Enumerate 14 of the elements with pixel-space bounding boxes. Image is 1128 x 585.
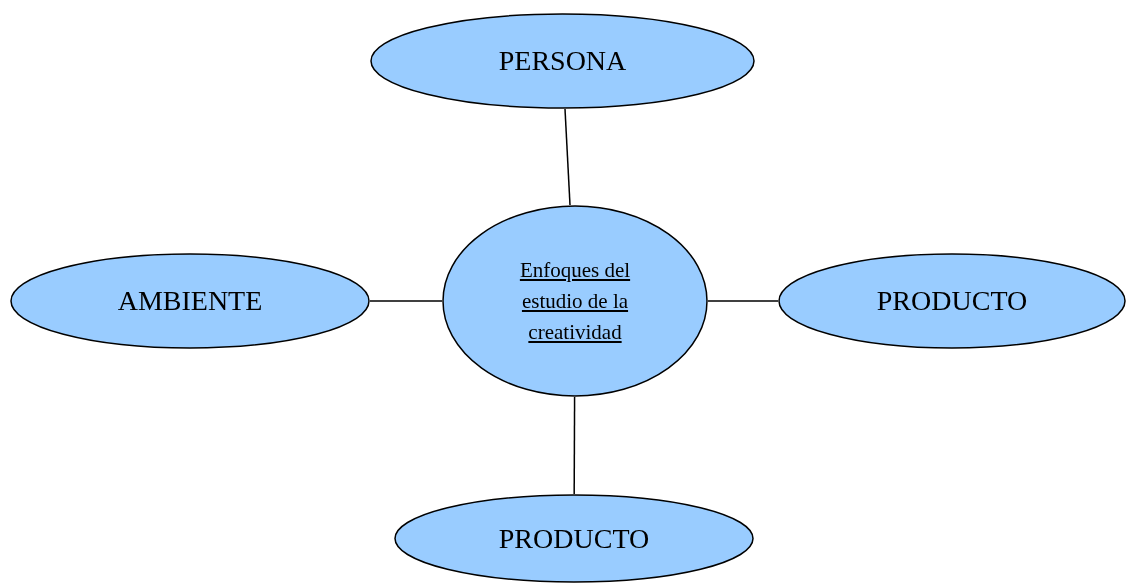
connector-line [369, 300, 443, 302]
connector-line [573, 396, 576, 495]
ellipse-node [778, 253, 1126, 349]
ellipse-node [370, 13, 755, 109]
connector-line [564, 108, 571, 206]
node-label: PRODUCTO [876, 284, 1028, 318]
ellipse-node [442, 205, 708, 397]
ellipse-node [394, 494, 754, 583]
connector-line [707, 300, 779, 302]
node-label: AMBIENTE [117, 284, 263, 318]
node-label: PERSONA [498, 44, 627, 78]
node-label: Enfoques del estudio de la creatividad [518, 256, 632, 346]
node-label: PRODUCTO [498, 521, 650, 556]
ellipse-node [10, 253, 370, 349]
